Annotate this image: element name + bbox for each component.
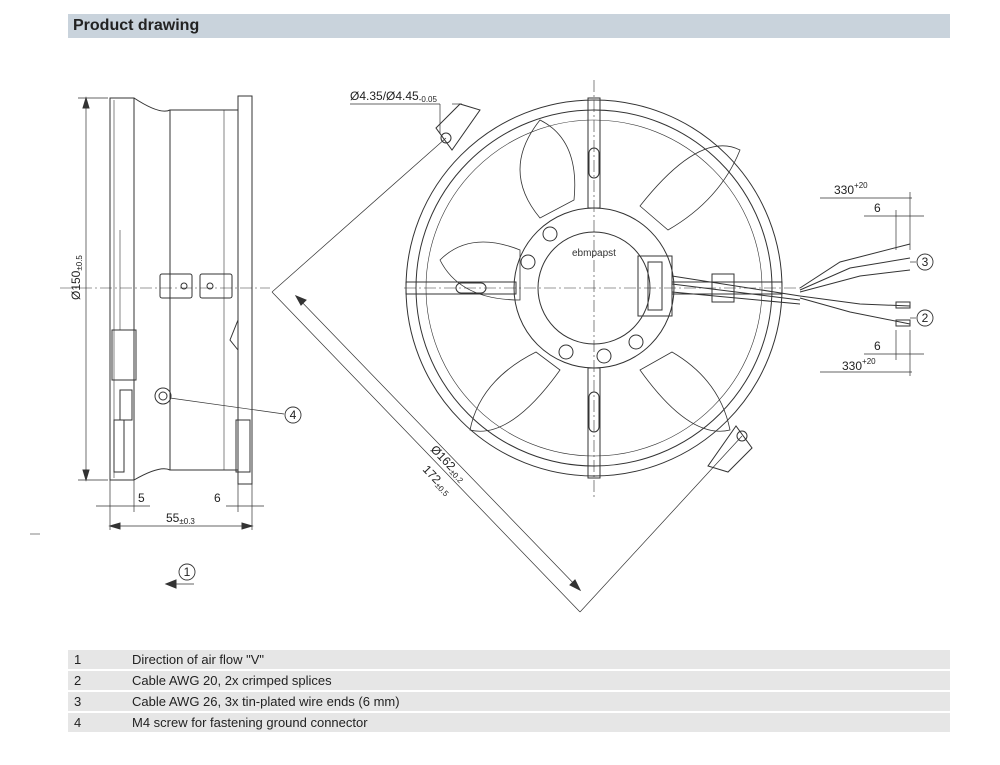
callout-1-circle: [178, 563, 196, 581]
legend-row: 2 Cable AWG 20, 2x crimped splices: [68, 671, 950, 690]
legend-number: 3: [68, 692, 126, 711]
dim-diameter-150: Ø150±0.5: [69, 255, 84, 300]
legend-text: M4 screw for fastening ground connector: [126, 713, 950, 732]
dim-6-bottom: 6: [874, 339, 881, 353]
section-header: Product drawing: [68, 14, 950, 38]
dim-5: 5: [138, 491, 145, 505]
manufacturer-mark: ebmpapst: [572, 248, 616, 259]
callout-1: 1: [184, 565, 191, 579]
side-view: [60, 95, 285, 530]
legend-row: 3 Cable AWG 26, 3x tin-plated wire ends …: [68, 692, 950, 711]
legend-number: 2: [68, 671, 126, 690]
callout-3-circle: [916, 253, 934, 271]
legend-text: Direction of air flow "V": [126, 650, 950, 669]
legend-row: 1 Direction of air flow "V": [68, 650, 950, 669]
cable-wires: [799, 243, 911, 327]
dim-hole: Ø4.35/Ø4.45-0.05: [350, 89, 438, 104]
callout-4-circle: [284, 406, 302, 424]
airflow-arrow: [164, 579, 194, 589]
dim-6-left: 6: [214, 491, 221, 505]
callout-2-circle: [916, 309, 934, 327]
dim-330-top: 330+20: [834, 181, 868, 197]
dim-55: 55±0.3: [166, 511, 195, 526]
callout-2: 2: [922, 311, 929, 325]
legend-text: Cable AWG 26, 3x tin-plated wire ends (6…: [126, 692, 950, 711]
callout-3: 3: [922, 255, 929, 269]
legend-number: 4: [68, 713, 126, 732]
section-title: Product drawing: [73, 17, 200, 34]
legend-text: Cable AWG 20, 2x crimped splices: [126, 671, 950, 690]
front-view: [271, 80, 924, 613]
product-drawing: 4 3 2 1 Ø150±0.5 5 6 55±0.3 Ø4.35/Ø4.45-…: [30, 80, 934, 613]
legend-number: 1: [68, 650, 126, 669]
callout-4: 4: [290, 408, 297, 422]
legend-table: 1 Direction of air flow "V" 2 Cable AWG …: [68, 648, 950, 734]
dim-330-bottom: 330+20: [842, 357, 876, 373]
legend-row: 4 M4 screw for fastening ground connecto…: [68, 713, 950, 732]
dim-6-top: 6: [874, 201, 881, 215]
